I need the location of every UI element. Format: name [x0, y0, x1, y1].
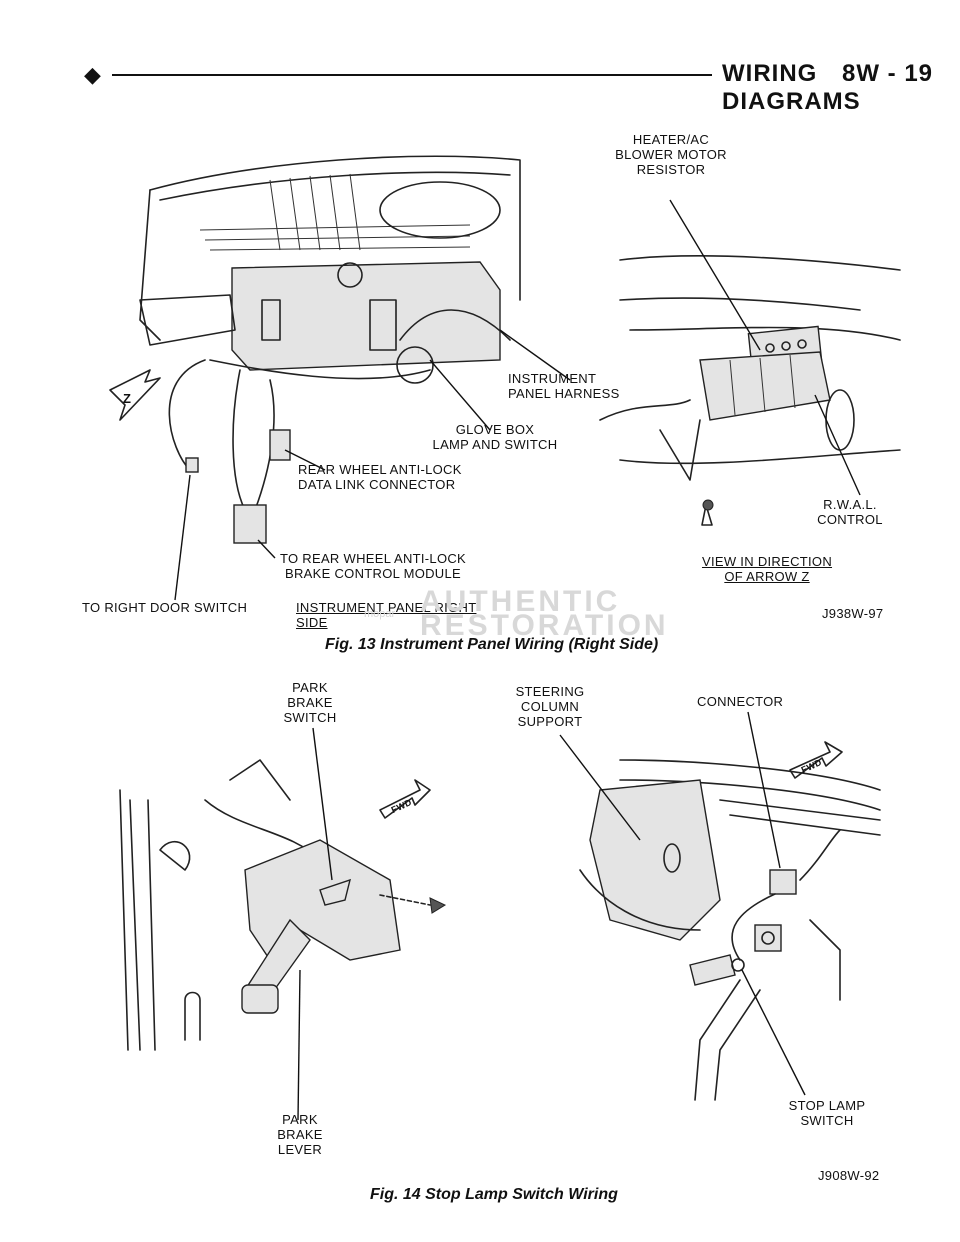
watermark-brand: mopar: [364, 608, 396, 620]
figure-14-caption: Fig. 14 Stop Lamp Switch Wiring: [370, 1186, 618, 1203]
label-park-brake-switch: PARK BRAKE SWITCH: [283, 680, 337, 725]
label-panel-side: INSTRUMENT PANEL RIGHT SIDE: [296, 600, 477, 630]
label-view-direction: VIEW IN DIRECTION OF ARROW Z: [701, 554, 833, 584]
label-rwal-data-link: REAR WHEEL ANTI-LOCK DATA LINK CONNECTOR: [298, 462, 462, 492]
label-steering-support: STEERING COLUMN SUPPORT: [515, 684, 585, 729]
label-glove-box: GLOVE BOX LAMP AND SWITCH: [432, 422, 558, 452]
header-diamond-icon: ◆: [84, 62, 101, 87]
header-rule: [112, 74, 712, 76]
label-instrument-harness: INSTRUMENT PANEL HARNESS: [508, 371, 620, 401]
watermark-authentic: AUTHENTIC: [420, 585, 621, 618]
label-door-switch: TO RIGHT DOOR SWITCH: [82, 600, 248, 615]
figure-13-caption: Fig. 13 Instrument Panel Wiring (Right S…: [325, 636, 659, 653]
label-connector: CONNECTOR: [697, 694, 784, 709]
label-stop-lamp-switch: STOP LAMP SWITCH: [788, 1098, 866, 1128]
page-number: 8W - 19: [842, 60, 934, 87]
label-rwal-module: TO REAR WHEEL ANTI-LOCK BRAKE CONTROL MO…: [279, 551, 467, 581]
watermark-restoration: RESTORATION: [420, 609, 669, 642]
figure-13-code: J938W-97: [822, 606, 884, 621]
label-blower-resistor: HEATER/AC BLOWER MOTOR RESISTOR: [615, 132, 727, 177]
figure-14-code: J908W-92: [818, 1168, 880, 1183]
label-park-brake-lever: PARK BRAKE LEVER: [277, 1112, 323, 1157]
section-title: WIRING DIAGRAMS: [722, 60, 861, 115]
label-rwal-control: R.W.A.L. CONTROL: [817, 497, 883, 527]
arrow-z-letter: Z: [123, 391, 132, 406]
